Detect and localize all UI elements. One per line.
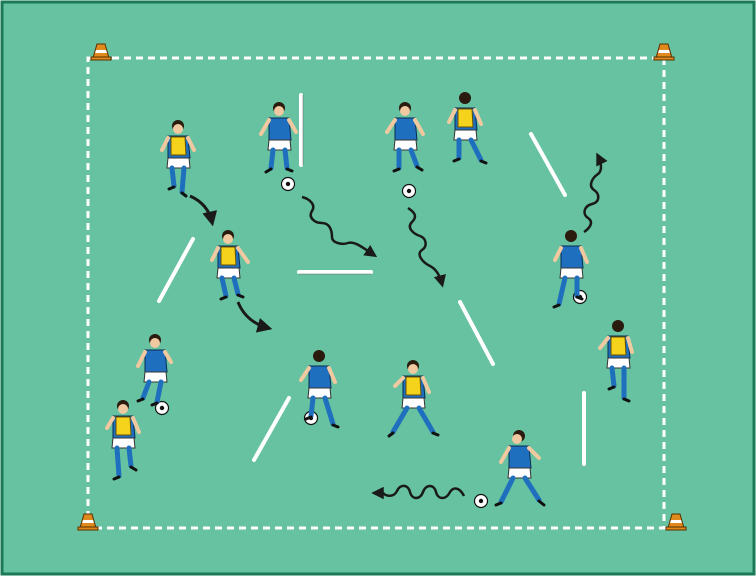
ball	[403, 185, 416, 198]
ball	[282, 178, 295, 191]
ball	[475, 495, 488, 508]
